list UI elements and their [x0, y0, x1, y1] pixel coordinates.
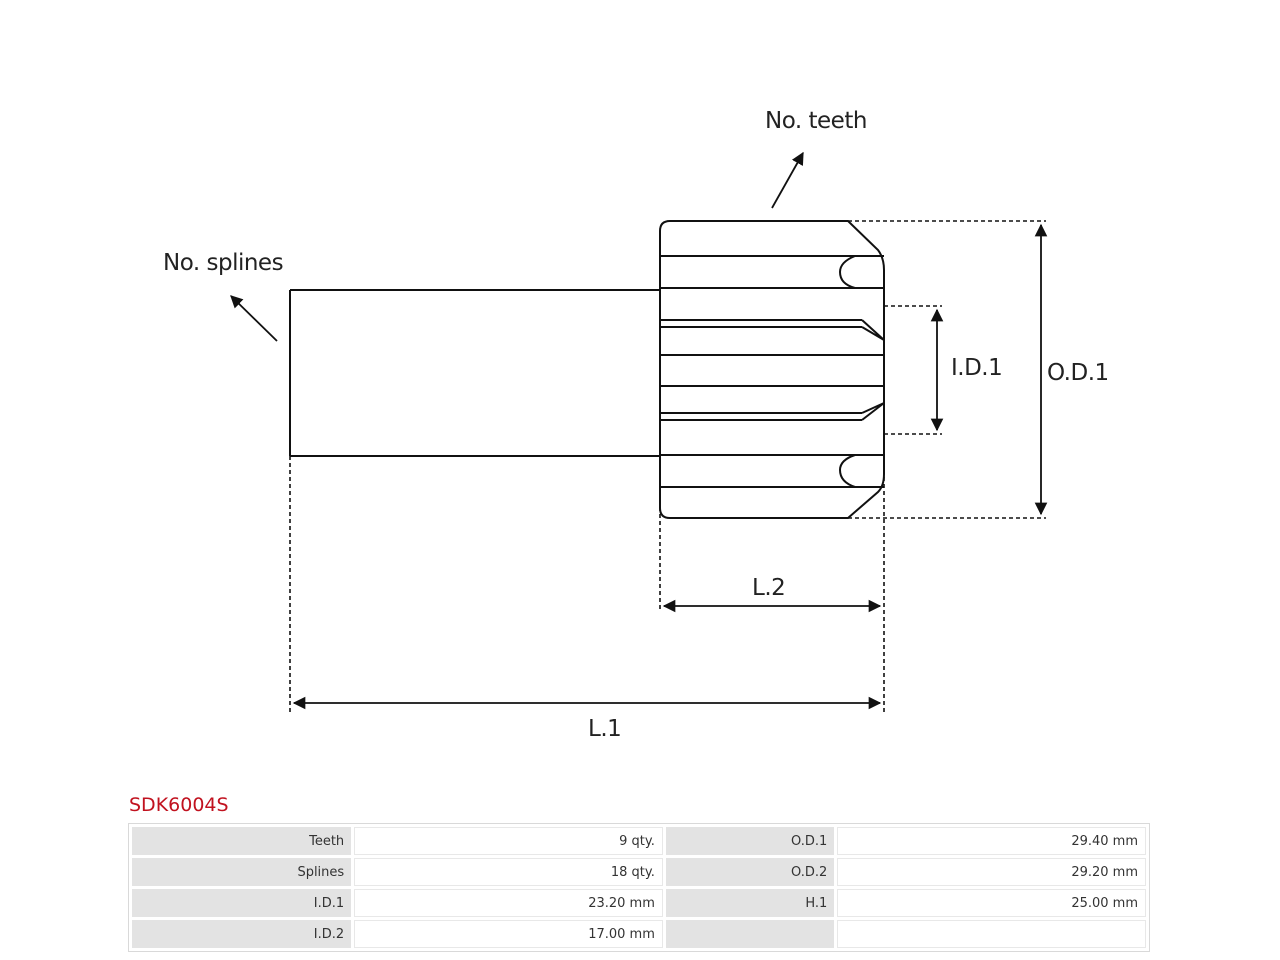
shaft-outline [289, 289, 660, 457]
table-row: Splines 18 qty. O.D.2 29.20 mm [132, 858, 1146, 886]
spec-value: 25.00 mm [837, 889, 1146, 917]
pinion-gear-outline [659, 220, 885, 519]
splines-pointer-arrow [230, 295, 278, 342]
spec-value: 23.20 mm [354, 889, 663, 917]
part-number-title: SDK6004S [129, 794, 229, 816]
spec-label: O.D.1 [665, 827, 835, 855]
label-no-teeth: No. teeth [765, 108, 867, 134]
label-l2: L.2 [752, 575, 785, 601]
spec-label: I.D.2 [132, 920, 352, 948]
dimension-arrows [230, 151, 1048, 710]
specifications-table: Teeth 9 qty. O.D.1 29.40 mm Splines 18 q… [128, 823, 1150, 952]
label-id1: I.D.1 [951, 355, 1002, 381]
spec-value: 29.20 mm [837, 858, 1146, 886]
label-od1: O.D.1 [1047, 360, 1109, 386]
spec-label: O.D.2 [665, 858, 835, 886]
spec-value-empty [837, 920, 1146, 948]
spec-label: I.D.1 [132, 889, 352, 917]
table-row: I.D.1 23.20 mm H.1 25.00 mm [132, 889, 1146, 917]
table-row: Teeth 9 qty. O.D.1 29.40 mm [132, 827, 1146, 855]
spec-value: 18 qty. [354, 858, 663, 886]
table-row: I.D.2 17.00 mm [132, 920, 1146, 948]
spec-label: Teeth [132, 827, 352, 855]
spec-value: 9 qty. [354, 827, 663, 855]
label-l1: L.1 [588, 716, 621, 742]
spec-label-empty [665, 920, 835, 948]
label-no-splines: No. splines [163, 250, 283, 276]
pinion-dimension-drawing: No. teeth No. splines I.D.1 O.D.1 L.2 L.… [163, 108, 1109, 742]
extension-lines [289, 220, 1046, 712]
teeth-pointer-arrow [771, 151, 804, 209]
spec-label: Splines [132, 858, 352, 886]
spec-value: 17.00 mm [354, 920, 663, 948]
spec-label: H.1 [665, 889, 835, 917]
spec-value: 29.40 mm [837, 827, 1146, 855]
